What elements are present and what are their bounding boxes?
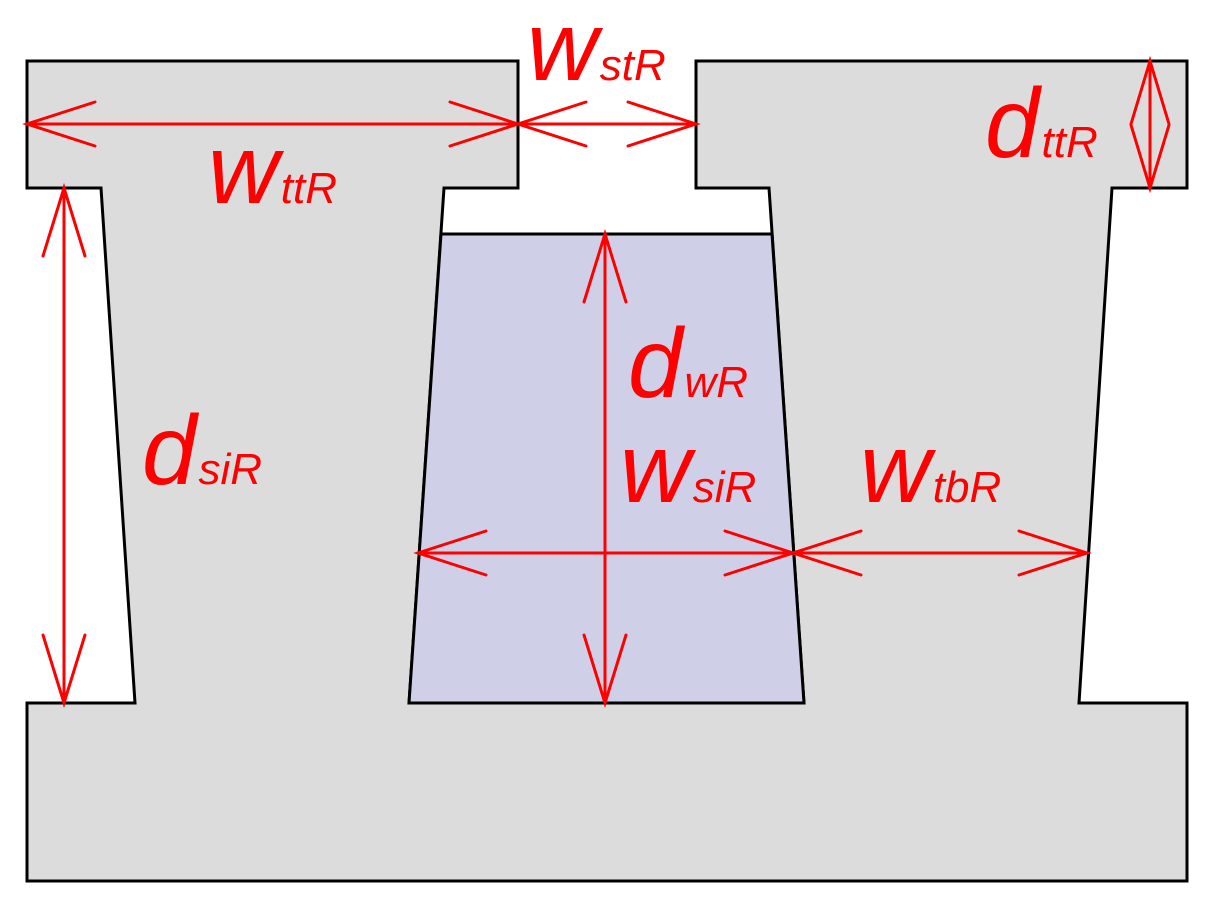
label-d-ttR: dttR xyxy=(985,68,1098,178)
dimension-d-ttR xyxy=(1129,55,1171,194)
label-d-siR: dsiR xyxy=(142,395,262,505)
label-w-ttR: wttR xyxy=(208,114,337,224)
label-w-siR: wsiR xyxy=(620,413,756,523)
label-w-stR: wstR xyxy=(527,0,666,101)
dimension-w-stR xyxy=(513,100,701,148)
dimension-w-tbR xyxy=(788,529,1092,577)
label-w-tbR: wtbR xyxy=(860,413,1001,523)
label-d-wR: dwR xyxy=(628,308,748,418)
dimension-d-siR xyxy=(41,182,87,709)
dimension-lines xyxy=(22,55,1171,709)
dimension-d-wR xyxy=(582,228,628,709)
